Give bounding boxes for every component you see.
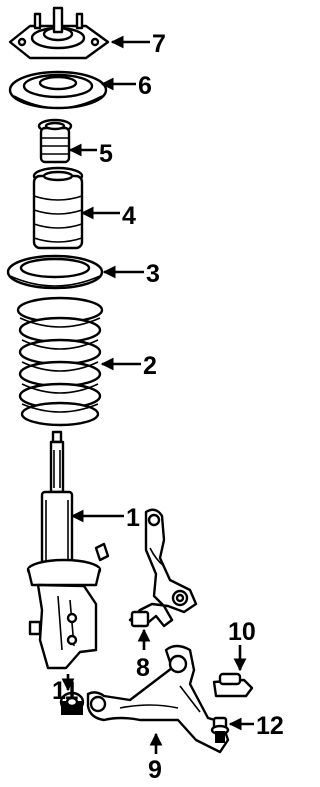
callout-9: 9 bbox=[148, 732, 163, 784]
callout-1: 1 bbox=[70, 504, 140, 532]
lower-bushing bbox=[59, 691, 85, 715]
callout-7: 7 bbox=[110, 30, 166, 58]
callout-12-label: 12 bbox=[256, 712, 284, 740]
callout-12: 12 bbox=[228, 712, 284, 740]
callout-8-label: 8 bbox=[136, 654, 150, 682]
steering-knuckle bbox=[128, 508, 198, 628]
callout-10-label: 10 bbox=[228, 618, 256, 646]
control-arm-bushing bbox=[212, 672, 254, 698]
callout-3: 3 bbox=[102, 260, 160, 288]
callout-7-label: 7 bbox=[152, 30, 166, 58]
callout-2: 2 bbox=[100, 352, 157, 380]
callout-8: 8 bbox=[136, 628, 151, 682]
callout-6-label: 6 bbox=[138, 72, 152, 100]
front-suspension-exploded-diagram: 7 6 5 4 3 2 1 8 10 11 12 9 bbox=[6, 6, 284, 784]
ball-joint bbox=[210, 716, 230, 743]
callout-5: 5 bbox=[68, 140, 113, 168]
callout-2-label: 2 bbox=[143, 352, 157, 380]
callout-4: 4 bbox=[80, 202, 136, 230]
dust-boot bbox=[32, 166, 84, 250]
strut-assembly bbox=[26, 430, 110, 670]
callout-3-label: 3 bbox=[146, 260, 160, 288]
lower-control-arm bbox=[86, 644, 230, 754]
strut-mount bbox=[8, 6, 110, 60]
callout-11-label: 11 bbox=[52, 677, 79, 705]
bearing-plate bbox=[8, 70, 108, 110]
callout-5-label: 5 bbox=[99, 140, 113, 168]
coil-spring bbox=[16, 296, 104, 427]
callout-9-label: 9 bbox=[148, 756, 162, 784]
callout-4-label: 4 bbox=[122, 202, 136, 230]
callout-6: 6 bbox=[100, 72, 152, 100]
callout-11: 11 bbox=[52, 674, 79, 705]
callout-1-label: 1 bbox=[126, 504, 140, 532]
callout-10: 10 bbox=[228, 618, 256, 672]
bump-stop bbox=[37, 118, 73, 164]
spring-insulator bbox=[6, 254, 104, 290]
